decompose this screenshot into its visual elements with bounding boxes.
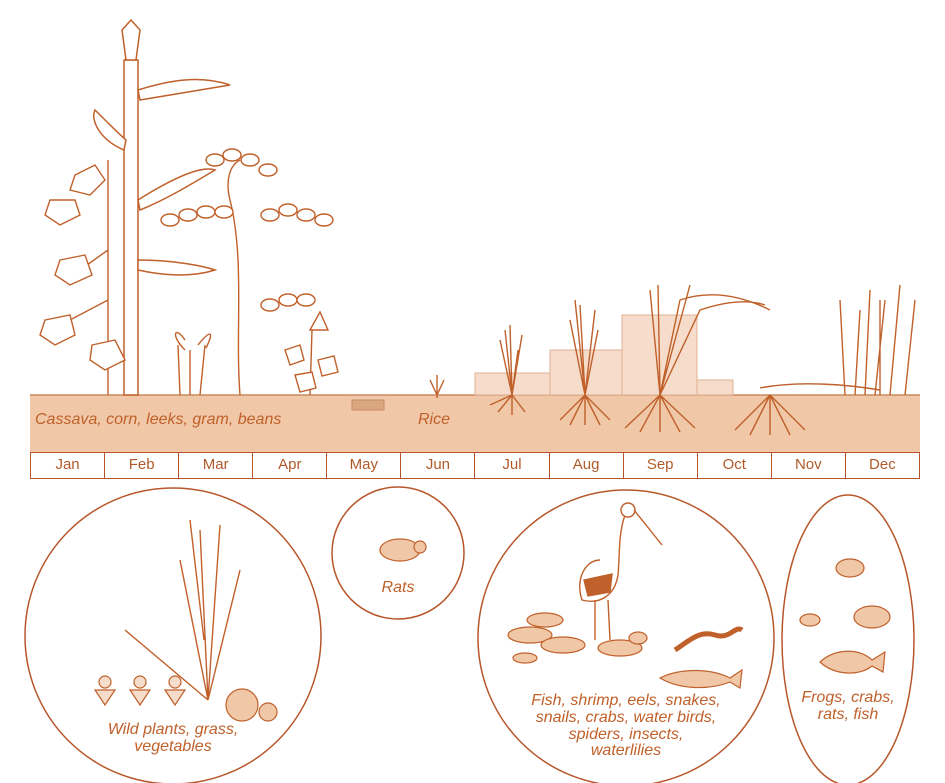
month-may: May (327, 453, 401, 478)
crops-label: Cassava, corn, leeks, gram, beans (35, 412, 281, 429)
month-sep: Sep (624, 453, 698, 478)
rat-icon (380, 539, 426, 561)
month-oct: Oct (698, 453, 772, 478)
month-dec: Dec (846, 453, 919, 478)
eel-icon (675, 629, 742, 650)
month-mar: Mar (179, 453, 253, 478)
cassava-plant-icon (40, 160, 125, 395)
stork-icon (580, 503, 662, 640)
gram-plant-icon (285, 312, 338, 395)
wild-grass-icon (125, 520, 240, 700)
rat-small-icon (854, 606, 890, 628)
frog-icon (836, 559, 864, 577)
month-aug: Aug (550, 453, 624, 478)
leek-plant-icon (176, 333, 211, 395)
aquatic-life-label: Fish, shrimp, eels, snakes, snails, crab… (513, 693, 739, 760)
waterlily-pads-icon (508, 613, 642, 663)
rice-stubble-icon (840, 285, 915, 395)
month-feb: Feb (105, 453, 179, 478)
month-jan: Jan (31, 453, 105, 478)
month-timeline: Jan Feb Mar Apr May Jun Jul Aug Sep Oct … (30, 452, 920, 479)
seedbed-icon (352, 400, 384, 410)
crab-icon (629, 632, 647, 644)
vegetable-icon (226, 689, 277, 721)
frogs-circle (782, 495, 914, 783)
month-apr: Apr (253, 453, 327, 478)
rice-label: Rice (418, 412, 450, 429)
wild-plants-label: Wild plants, grass, vegetables (78, 722, 268, 756)
crab-small-icon (800, 614, 820, 626)
fish-small-icon (820, 651, 885, 673)
month-jul: Jul (475, 453, 549, 478)
frogs-label: Frogs, crabs, rats, fish (790, 690, 906, 724)
fish-icon (660, 670, 742, 688)
month-jun: Jun (401, 453, 475, 478)
flower-plants-icon (95, 676, 185, 705)
month-nov: Nov (772, 453, 846, 478)
rats-label: Rats (358, 580, 438, 597)
